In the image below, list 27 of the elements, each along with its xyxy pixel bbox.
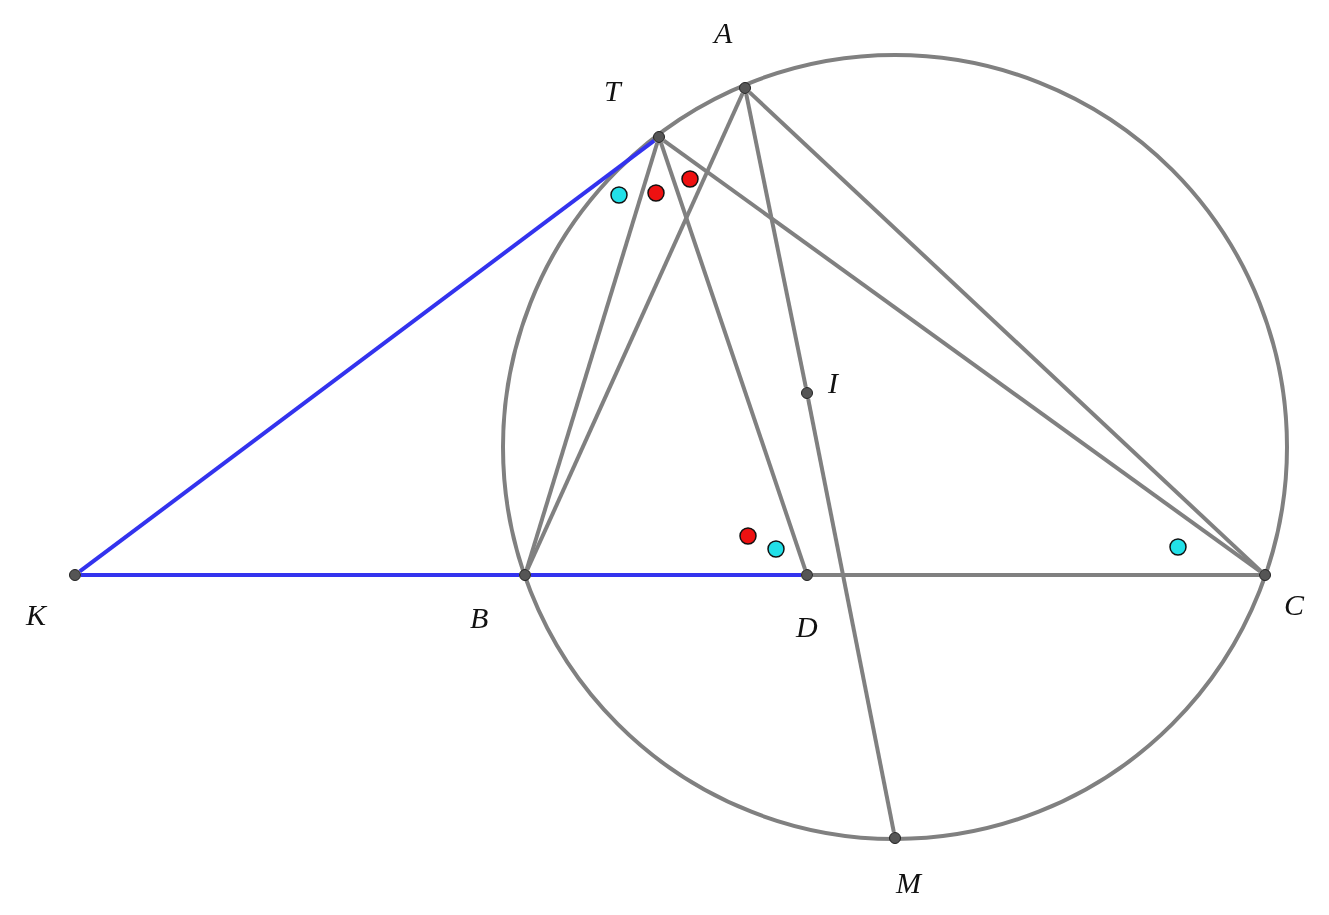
point-label: I — [828, 368, 838, 398]
point-dot — [519, 569, 531, 581]
point-label: C — [1284, 590, 1304, 620]
point-dot — [653, 131, 665, 143]
point-label: B — [470, 603, 489, 633]
point-dot — [889, 832, 901, 844]
line-segment — [744, 93, 808, 388]
point-label: M — [896, 868, 921, 898]
point-label: T — [604, 76, 621, 106]
line-segment — [81, 573, 519, 577]
point-dot — [801, 569, 813, 581]
line-segment — [531, 573, 801, 577]
line-segment — [525, 92, 745, 571]
line-segment — [662, 138, 1262, 574]
point-label: A — [714, 18, 733, 48]
point-dot — [69, 569, 81, 581]
point-label: D — [796, 612, 818, 642]
line-segment — [813, 573, 1259, 577]
line-segment — [806, 398, 896, 833]
line-segment — [78, 139, 656, 573]
line-segment — [748, 90, 1262, 573]
point-label: K — [26, 600, 46, 630]
point-dot — [1259, 569, 1271, 581]
point-dot — [739, 82, 751, 94]
point-dot — [801, 387, 813, 399]
line-segment — [659, 142, 807, 570]
line-segment — [524, 142, 660, 570]
